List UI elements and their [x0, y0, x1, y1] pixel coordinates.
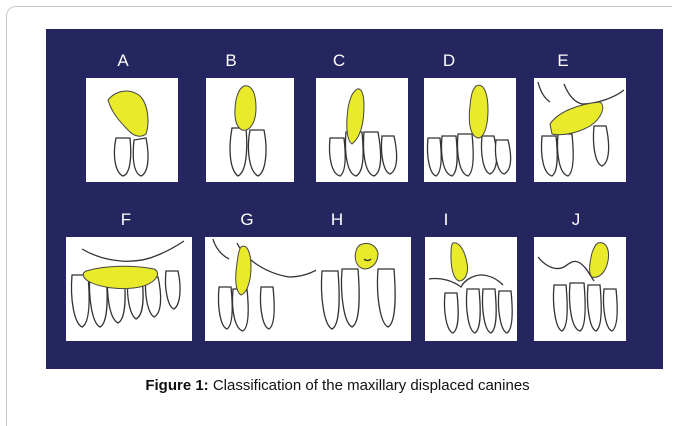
- panel-i-illustration: [425, 237, 517, 341]
- panel-label-e: E: [543, 52, 583, 70]
- panel-a-illustration: [86, 78, 178, 182]
- panel-label-h: H: [317, 211, 357, 229]
- caption-text: Classification of the maxillary displace…: [213, 377, 530, 394]
- panel-label-a: A: [103, 52, 143, 70]
- panel-j-illustration: [534, 237, 626, 341]
- panel-d-illustration: [424, 78, 516, 182]
- panel-g-illustration: [205, 237, 322, 341]
- panel-label-d: D: [429, 52, 469, 70]
- caption-label: Figure 1:: [145, 377, 208, 394]
- panel-label-g: G: [227, 211, 267, 229]
- panel-h-illustration: [316, 237, 411, 341]
- panel-label-j: J: [556, 211, 596, 229]
- panel-f-illustration: [66, 237, 192, 341]
- panel-label-b: B: [211, 52, 251, 70]
- panel-b-illustration: [206, 78, 294, 182]
- figure-panel: A B C D E: [46, 29, 663, 369]
- panel-label-i: I: [426, 211, 466, 229]
- figure-caption: Figure 1: Classification of the maxillar…: [0, 377, 675, 394]
- panel-label-c: C: [319, 52, 359, 70]
- panel-c-illustration: [316, 78, 408, 182]
- panel-label-f: F: [106, 211, 146, 229]
- panel-e-illustration: [534, 78, 626, 182]
